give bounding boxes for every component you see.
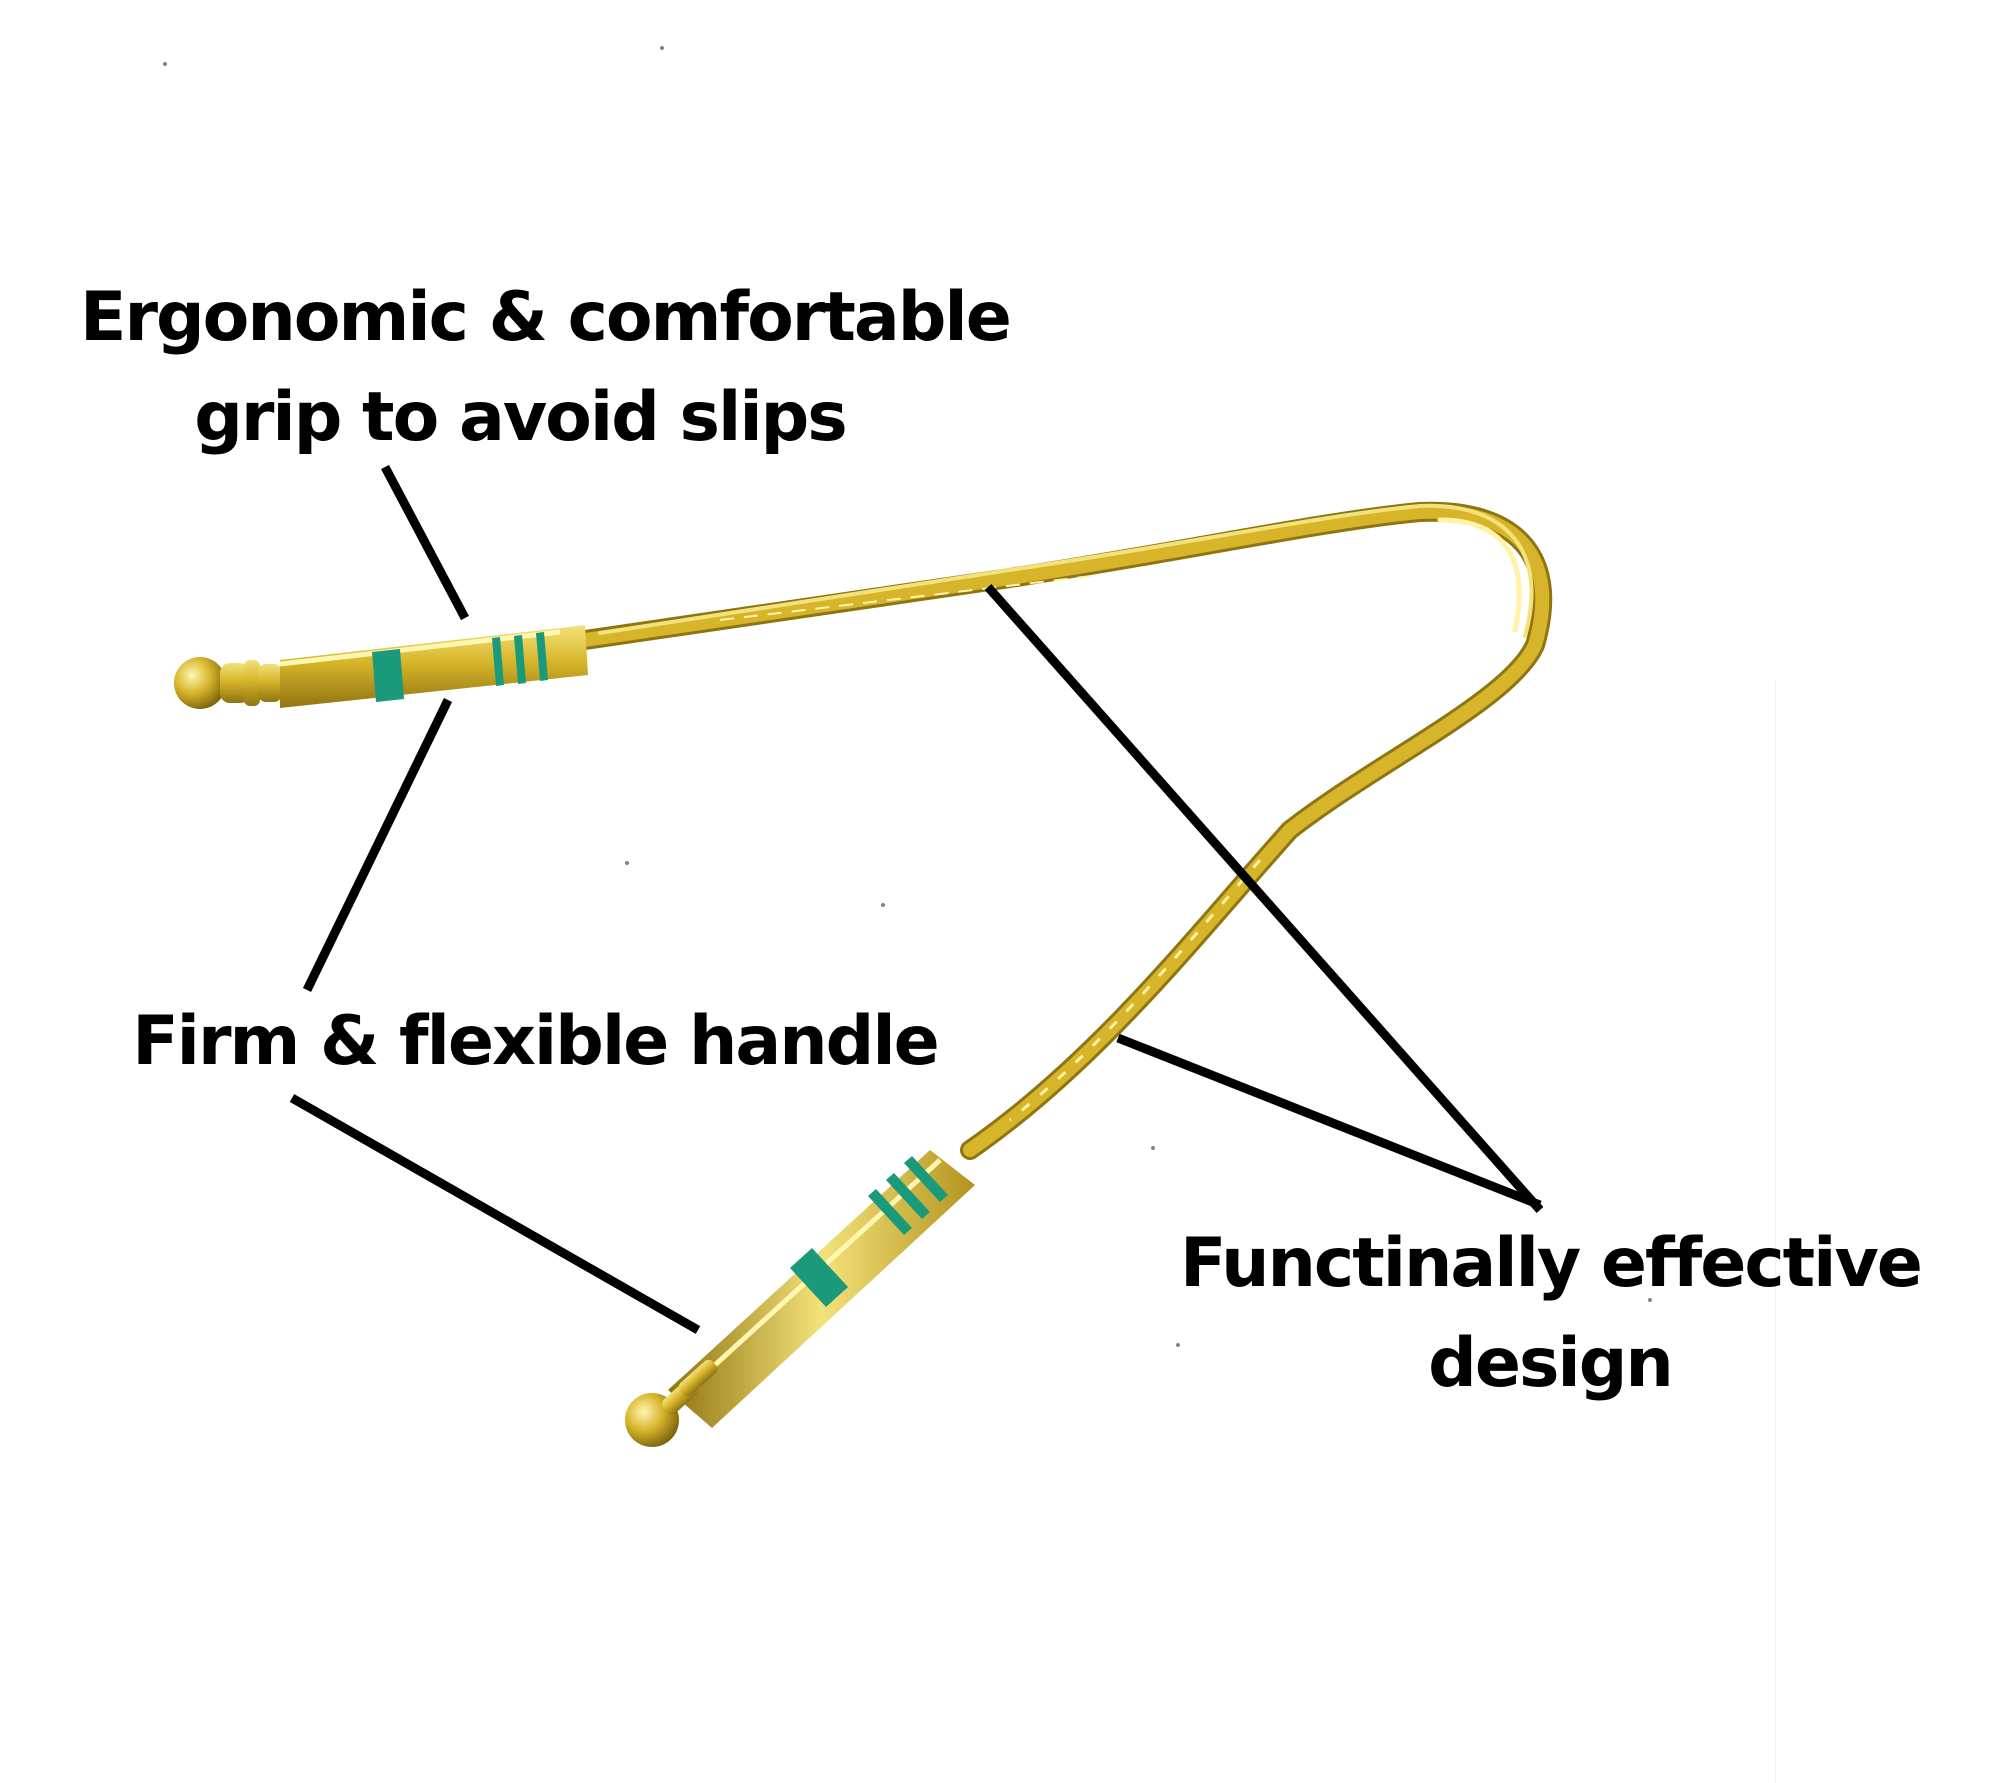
background-specks — [163, 46, 1652, 1347]
callout-grip: Ergonomic & comfortable grip to avoid sl… — [80, 268, 1012, 468]
lower-handle — [625, 1150, 975, 1447]
callout-design: Functinally effective design — [1180, 1214, 1923, 1414]
leader-line-design-upper — [984, 584, 1544, 1213]
leader-line-handle-lower — [289, 1094, 701, 1334]
scraper-strip — [575, 501, 1553, 1160]
callout-grip-line2: grip to avoid slips — [194, 378, 848, 457]
callout-grip-line1: Ergonomic & comfortable — [80, 278, 1012, 357]
callout-design-line1: Functinally effective — [1180, 1224, 1923, 1303]
background-edge-strip — [1775, 680, 2000, 1783]
leader-line-grip — [381, 464, 469, 621]
leader-lines — [289, 464, 1544, 1334]
callout-handle-line1: Firm & flexible handle — [132, 1002, 940, 1081]
callout-handle: Firm & flexible handle — [110, 992, 960, 1092]
upper-handle — [174, 625, 588, 709]
leader-line-design-lower — [1116, 1033, 1542, 1210]
callout-design-line2: design — [1428, 1324, 1674, 1403]
leader-line-handle-upper — [302, 698, 453, 992]
